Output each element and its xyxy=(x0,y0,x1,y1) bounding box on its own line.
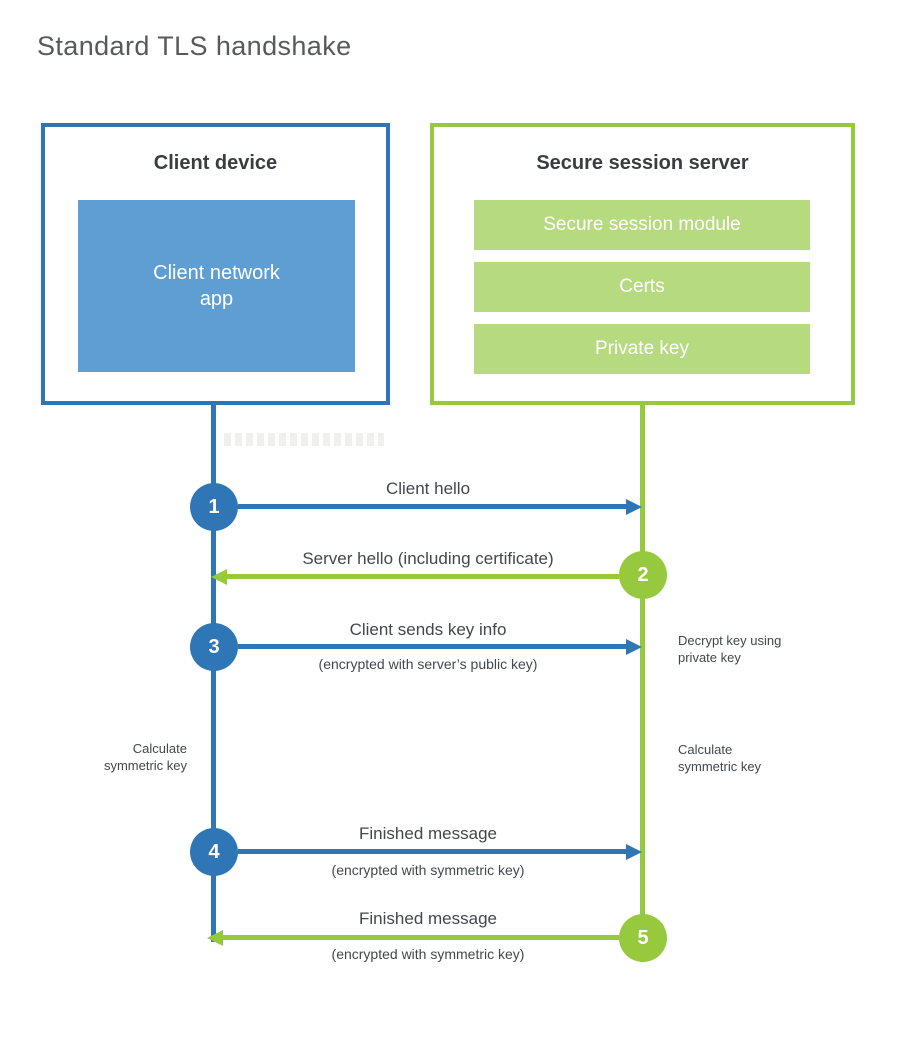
arrow-shaft-step3 xyxy=(238,644,626,649)
arrowhead-right-icon xyxy=(626,844,642,860)
page-title: Standard TLS handshake xyxy=(37,31,352,61)
step-badge-2: 2 xyxy=(619,551,667,599)
msg-server-hello: Server hello (including certificate) xyxy=(302,549,554,568)
arrow-shaft-step1 xyxy=(238,504,626,509)
step-badge-4: 4 xyxy=(190,828,238,876)
server-module-certs: Certs xyxy=(474,262,810,312)
secure-session-server-box: Secure session server Secure session mod… xyxy=(430,123,855,405)
server-module-private-key: Private key xyxy=(474,324,810,374)
faded-dashes-artifact xyxy=(224,433,384,446)
client-app-label-line1: Client network xyxy=(153,262,280,284)
arrowhead-left-icon xyxy=(211,569,227,585)
note-decrypt-line1: Decrypt key using xyxy=(678,633,782,648)
msg-finished-client: Finished message xyxy=(359,824,497,843)
server-module-secure-session: Secure session module xyxy=(474,200,810,250)
msg-finished-server: Finished message xyxy=(359,909,497,928)
msg-client-key-info-sub: (encrypted with server’s public key) xyxy=(318,656,538,672)
note-right-calc-line2: symmetric key xyxy=(678,759,762,774)
arrowhead-right-icon xyxy=(626,639,642,655)
server-lifeline xyxy=(640,405,645,962)
note-left-calc-line2: symmetric key xyxy=(103,758,187,773)
arrow-shaft-step5 xyxy=(223,935,619,940)
arrowhead-left-icon xyxy=(207,930,223,946)
arrow-shaft-step4 xyxy=(238,849,626,854)
msg-client-key-info: Client sends key info xyxy=(349,620,507,639)
arrow-shaft-step2 xyxy=(227,574,619,579)
msg-client-hello: Client hello xyxy=(385,479,471,498)
note-calculate-symmetric-key-server: Calculate symmetric key xyxy=(678,741,761,775)
step-badge-3: 3 xyxy=(190,623,238,671)
client-device-box: Client device Client network app xyxy=(41,123,390,405)
client-lifeline xyxy=(211,405,216,942)
msg-finished-server-sub: (encrypted with symmetric key) xyxy=(331,946,525,962)
client-app-label-line2: app xyxy=(199,288,234,310)
note-decrypt-key: Decrypt key using private key xyxy=(678,632,781,666)
note-right-calc-line1: Calculate xyxy=(678,742,733,757)
note-left-calc-line1: Calculate xyxy=(132,741,187,756)
step-badge-1: 1 xyxy=(190,483,238,531)
note-calculate-symmetric-key-client: Calculate symmetric key xyxy=(40,740,187,774)
msg-finished-client-sub: (encrypted with symmetric key) xyxy=(331,862,525,878)
step-badge-5: 5 xyxy=(619,914,667,962)
arrowhead-right-icon xyxy=(626,499,642,515)
server-header: Secure session server xyxy=(536,152,749,174)
note-decrypt-line2: private key xyxy=(678,650,741,665)
client-network-app-block: Client network app xyxy=(78,200,355,372)
client-device-header: Client device xyxy=(153,152,278,174)
